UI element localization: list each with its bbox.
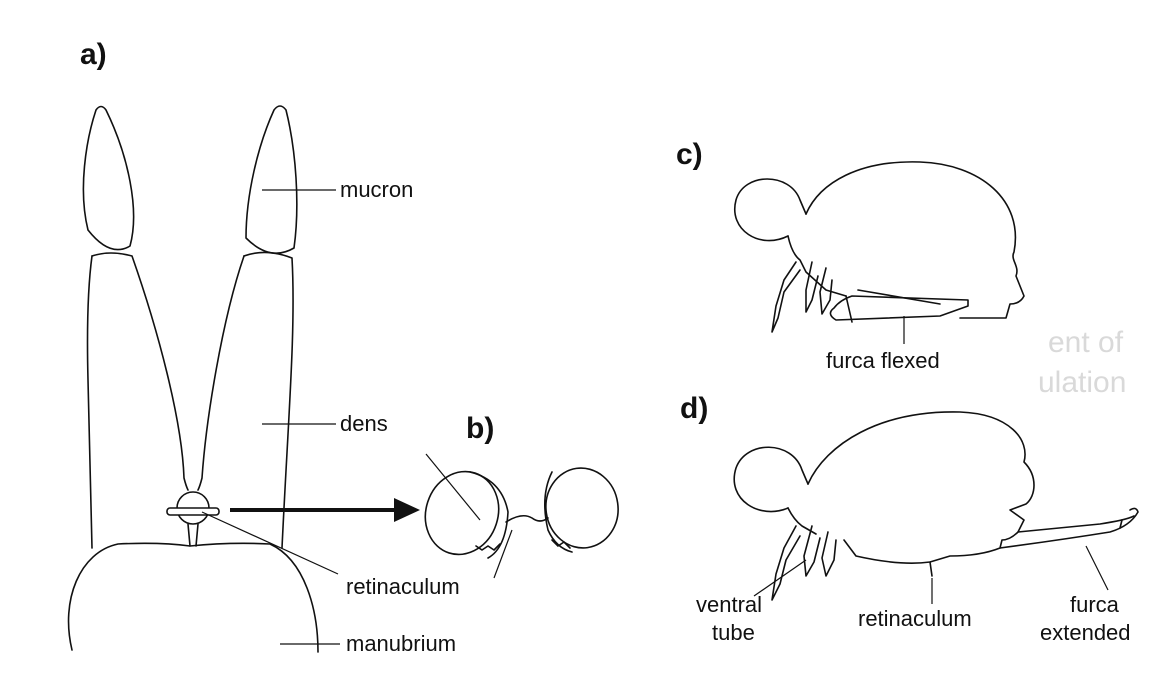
right-ramus-rim bbox=[545, 472, 572, 552]
left-mucron-outline bbox=[83, 107, 133, 250]
left-dens-outline bbox=[92, 253, 188, 490]
manubrium-label: manubrium bbox=[346, 631, 456, 656]
bleed-through-text: ulation bbox=[1038, 366, 1126, 399]
mucron-label: mucron bbox=[340, 177, 413, 202]
left-dens-outer-edge bbox=[88, 256, 93, 548]
head-outline bbox=[735, 179, 806, 241]
middle-leg bbox=[820, 268, 832, 314]
ventral-tube-label: tube bbox=[712, 620, 755, 645]
antenna-leg bbox=[772, 526, 800, 600]
front-leg bbox=[806, 262, 818, 312]
panel-label-a: a) bbox=[80, 38, 107, 71]
head-outline bbox=[734, 447, 808, 511]
ventral-tube-stub bbox=[846, 296, 852, 322]
furca-flexed-label: furca flexed bbox=[826, 348, 940, 373]
retinaculum-label: retinaculum bbox=[346, 574, 460, 599]
retinaculum-d-point bbox=[930, 562, 932, 576]
panel-label-b: b) bbox=[466, 412, 494, 445]
right-dens-outline bbox=[244, 252, 293, 548]
right-mucron-outline bbox=[246, 106, 297, 253]
panel-d-springtail-extended bbox=[734, 412, 1138, 604]
arrow-head-icon bbox=[394, 498, 420, 522]
thorax-underside bbox=[788, 508, 816, 534]
ventral-tube-leader-line bbox=[754, 560, 806, 596]
panel-label-c: c) bbox=[676, 138, 703, 171]
furca-extended-label: extended bbox=[1040, 620, 1131, 645]
retinaculum-corpus bbox=[506, 516, 548, 522]
thorax-underside bbox=[788, 236, 846, 296]
dens-to-b-leader-line bbox=[426, 454, 480, 520]
retinaculum-d-label: retinaculum bbox=[858, 606, 972, 631]
retinaculum-stalk bbox=[188, 524, 198, 546]
dens-label: dens bbox=[340, 411, 388, 436]
ventral-tube-label: ventral bbox=[696, 592, 762, 617]
retinaculum-bar bbox=[167, 508, 219, 515]
body-outline bbox=[808, 412, 1034, 563]
panel-b-retinaculum-detail bbox=[415, 454, 623, 578]
bleed-through-text: ent of bbox=[1048, 326, 1124, 359]
furca-extended-label: furca bbox=[1070, 592, 1120, 617]
manubrium-outline bbox=[69, 543, 318, 652]
front-leg bbox=[804, 526, 820, 576]
furca-extended-leader-line bbox=[1086, 546, 1108, 590]
panel-c-springtail-flexed bbox=[735, 162, 1024, 344]
panel-label-d: d) bbox=[680, 392, 708, 425]
right-dens-inner-edge bbox=[198, 256, 244, 490]
antenna-leg bbox=[772, 262, 800, 332]
middle-leg bbox=[822, 532, 836, 576]
